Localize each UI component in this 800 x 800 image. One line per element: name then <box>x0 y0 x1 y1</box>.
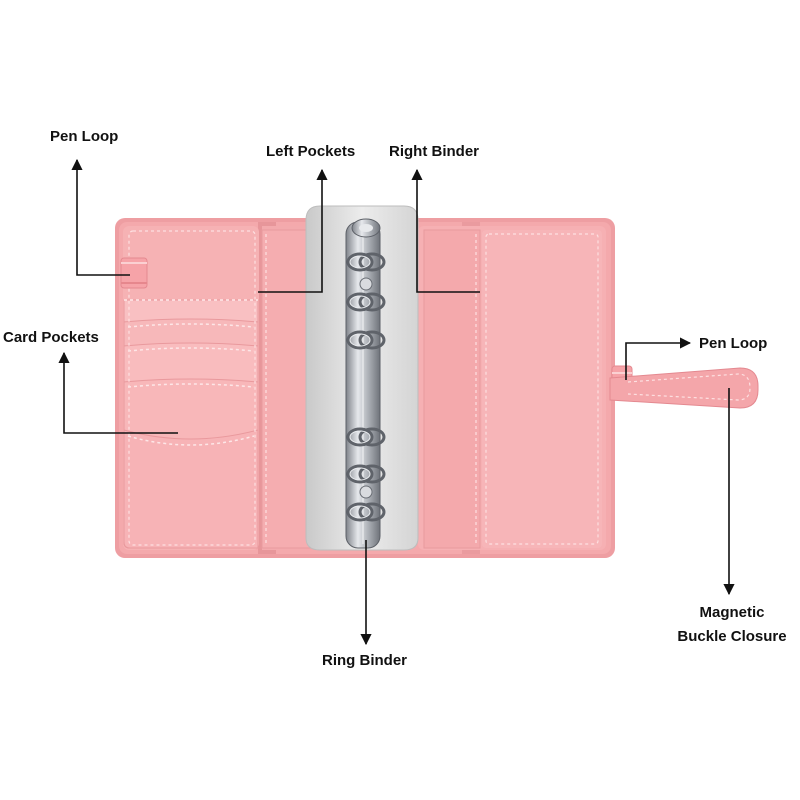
magnetic-buckle-flap <box>609 365 759 409</box>
left-tall-pocket <box>261 229 313 549</box>
binder-rivets <box>359 277 373 499</box>
label-pen-loop-left: Pen Loop <box>50 128 119 145</box>
arrow-left-pockets <box>258 168 328 293</box>
label-magnetic-line1: Magnetic <box>699 604 765 621</box>
arrow-card-pockets <box>58 351 178 434</box>
label-pen-loop-right: Pen Loop <box>699 335 768 352</box>
label-left-pockets: Left Pockets <box>266 143 356 160</box>
callout-arrows <box>58 158 735 646</box>
binder-rings <box>346 252 386 522</box>
binder-ring-highlights <box>349 255 371 519</box>
label-ring-binder: Ring Binder <box>322 652 407 669</box>
label-right-binder: Right Binder <box>389 143 479 160</box>
left-pen-loop <box>120 257 148 289</box>
arrow-pen-loop-left <box>71 158 130 276</box>
arrow-right-binder <box>411 168 480 293</box>
label-magnetic-line2: Buckle Closure <box>677 628 787 645</box>
label-card-pockets: Card Pockets <box>3 329 99 346</box>
arrow-pen-loop-right <box>625 337 692 380</box>
card-pockets <box>123 230 259 549</box>
right-inner-panel <box>418 226 606 550</box>
